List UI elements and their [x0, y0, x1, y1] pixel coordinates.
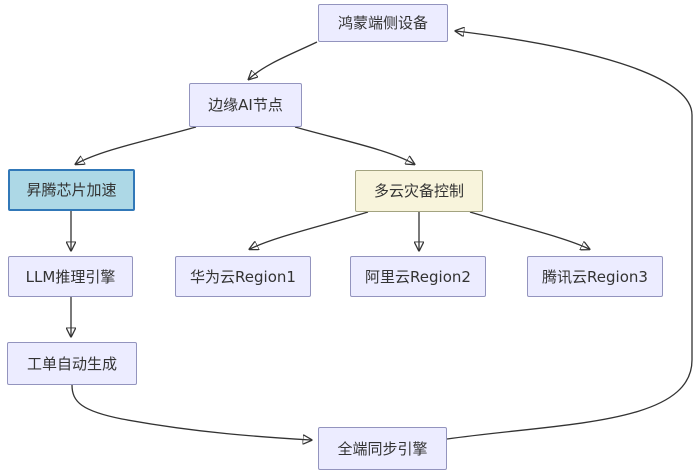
edge-edgeai-to-multicloud: [294, 126, 414, 164]
edge-multicloud-to-tencent: [469, 211, 589, 249]
edge-ticket-to-sync: [71, 384, 311, 440]
edge-edgeai-to-ascend: [76, 126, 197, 164]
node-ticket-autogen: 工单自动生成: [7, 342, 137, 385]
node-edge-ai: 边缘AI节点: [189, 83, 302, 127]
node-sync-engine-label: 全端同步引擎: [337, 439, 428, 458]
edge-harmony-to-edgeai: [249, 41, 318, 79]
node-multicloud-dr: 多云灾备控制: [355, 170, 483, 212]
edge-multicloud-to-huawei: [250, 211, 369, 249]
node-harmony-device: 鸿蒙端侧设备: [318, 4, 448, 42]
node-ascend-chip: 昇腾芯片加速: [8, 169, 135, 211]
node-tencent-region3-label: 腾讯云Region3: [542, 267, 648, 286]
node-llm-engine: LLM推理引擎: [8, 256, 133, 297]
node-huawei-region1-label: 华为云Region1: [190, 267, 296, 286]
node-ascend-chip-label: 昇腾芯片加速: [26, 181, 117, 199]
node-tencent-region3: 腾讯云Region3: [527, 256, 663, 297]
node-sync-engine: 全端同步引擎: [318, 427, 447, 470]
edge-sync-to-harmony: [446, 31, 693, 440]
node-huawei-region1: 华为云Region1: [175, 256, 311, 297]
node-ali-region2: 阿里云Region2: [350, 256, 486, 297]
node-ali-region2-label: 阿里云Region2: [365, 267, 471, 286]
node-harmony-device-label: 鸿蒙端侧设备: [337, 14, 428, 32]
node-llm-engine-label: LLM推理引擎: [25, 267, 116, 286]
node-edge-ai-label: 边缘AI节点: [208, 96, 283, 114]
node-ticket-autogen-label: 工单自动生成: [26, 354, 117, 373]
node-multicloud-dr-label: 多云灾备控制: [373, 182, 464, 200]
